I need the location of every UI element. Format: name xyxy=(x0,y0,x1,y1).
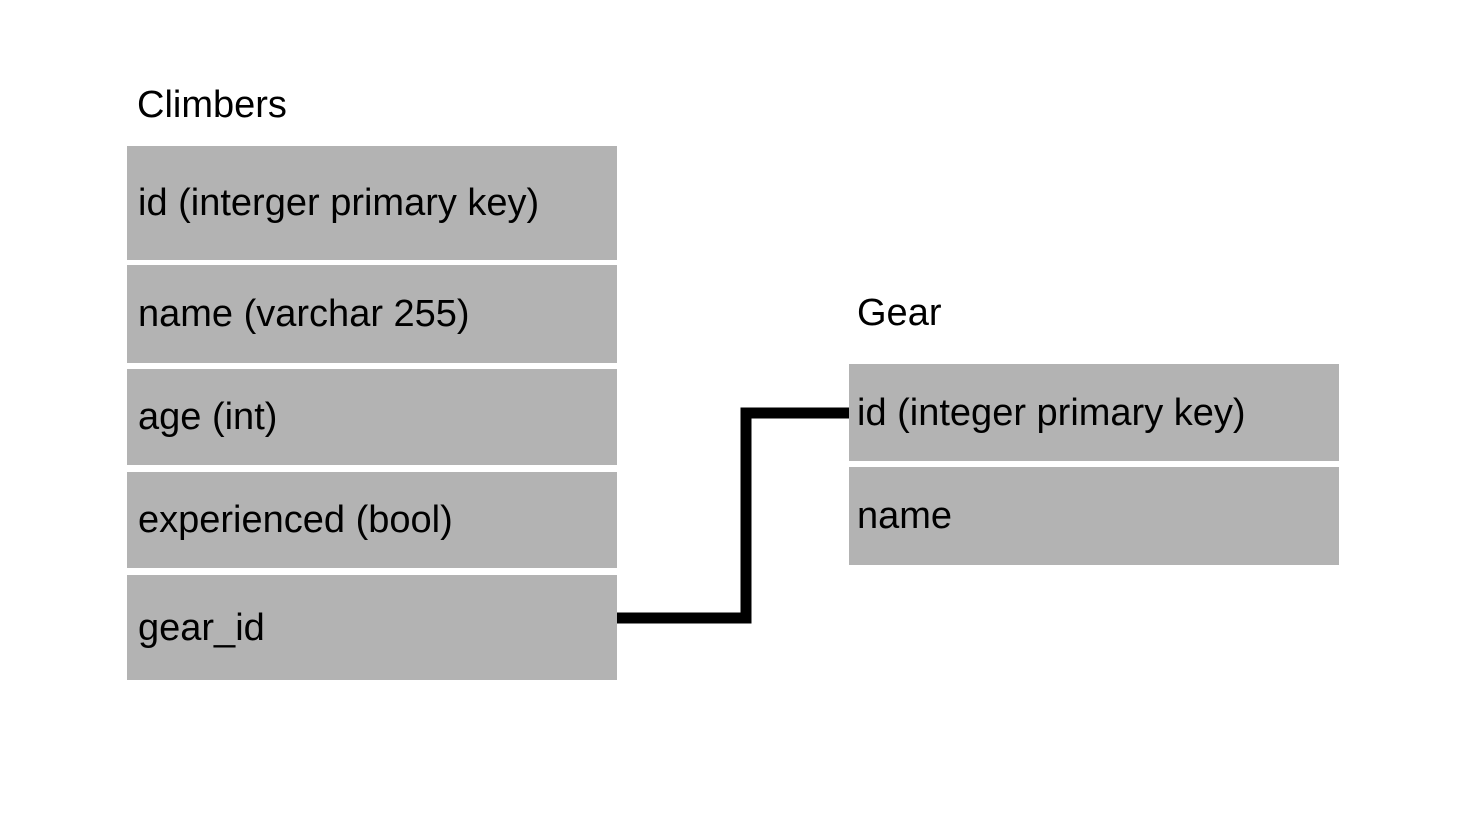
climbers-field-gear-id: gear_id xyxy=(127,575,617,680)
climbers-table-title: Climbers xyxy=(137,84,287,126)
climbers-field-name: name (varchar 255) xyxy=(127,265,617,363)
gear-field-name: name xyxy=(849,467,1339,565)
gear-table-title: Gear xyxy=(857,292,942,334)
climbers-field-id: id (interger primary key) xyxy=(127,146,617,260)
gear-field-id: id (integer primary key) xyxy=(849,364,1339,461)
foreign-key-connector xyxy=(617,407,849,624)
climbers-field-age: age (int) xyxy=(127,369,617,465)
climbers-field-experienced: experienced (bool) xyxy=(127,472,617,568)
